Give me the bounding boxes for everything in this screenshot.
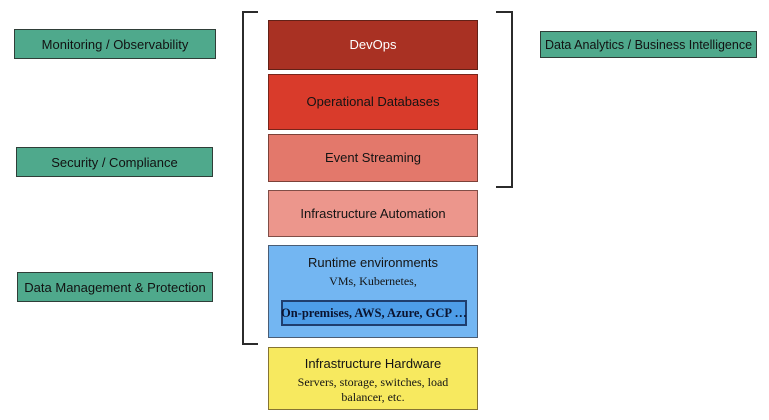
label-data-analytics-bi: Data Analytics / Business Intelligence [540,31,757,58]
stack-box-title: Infrastructure Hardware [304,356,442,371]
label-security-compliance: Security / Compliance [16,147,213,177]
cloud-providers-box: On-premises, AWS, Azure, GCP … [281,300,467,326]
label-text: Data Analytics / Business Intelligence [544,37,753,52]
stack-box-subtitle: Servers, storage, switches, load balance… [297,374,449,404]
stack-box-title: Infrastructure Automation [300,205,446,221]
cloud-providers-text: On-premises, AWS, Azure, GCP … [281,305,468,320]
stack-box-devops: DevOps [268,20,478,70]
left-bracket [242,11,258,345]
label-data-management-protection: Data Management & Protection [17,272,213,302]
stack-box-title: Operational Databases [306,94,440,110]
stack-box-infrastructure-automation: Infrastructure Automation [268,190,478,237]
stack-box-title: Event Streaming [324,150,422,166]
stack-box-subtitle: VMs, Kubernetes, [329,273,417,288]
stack-box-runtime-environments: Runtime environments VMs, Kubernetes, On… [268,245,478,338]
stack-box-infrastructure-hardware: Infrastructure Hardware Servers, storage… [268,347,478,410]
stack-box-operational-databases: Operational Databases [268,74,478,130]
label-text: Monitoring / Observability [41,36,189,52]
stack-box-title: DevOps [349,37,397,53]
stack-box-title: Runtime environments [307,255,439,270]
label-text: Security / Compliance [51,154,178,170]
right-bracket [496,11,513,188]
stack-box-event-streaming: Event Streaming [268,134,478,182]
label-monitoring-observability: Monitoring / Observability [14,29,216,59]
label-text: Data Management & Protection [24,279,206,295]
